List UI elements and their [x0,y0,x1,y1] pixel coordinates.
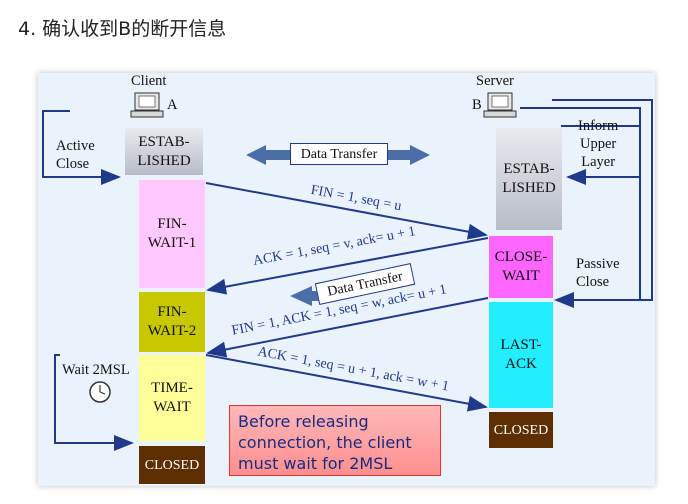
active-close-label: Active Close [56,138,95,172]
ack-arrow [206,237,489,295]
inform-upper-label: Inform Upper Layer [578,118,619,170]
server-closed: CLOSED [489,412,553,448]
wait-2msl-label: Wait 2MSL [62,362,130,378]
wait-2msl-loop [54,354,134,451]
clock-icon [89,381,111,403]
fin-ack-arrow [206,297,489,358]
passive-close-label: Passive Close [576,256,620,290]
client-computer-icon [130,92,164,118]
client-closed: CLOSED [139,446,205,484]
client-fin-wait-1: FIN- WAIT-1 [139,180,205,288]
client-tag: A [167,97,178,113]
client-fin-wait-2: FIN- WAIT-2 [139,292,205,352]
page-heading: 4. 确认收到B的断开信息 [18,18,227,40]
active-close-loop [42,110,121,185]
server-computer-icon [483,92,517,118]
server-established: ESTAB- LISHED [496,128,562,230]
fin-arrow [205,182,488,240]
client-time-wait: TIME- WAIT [139,355,205,441]
server-close-wait: CLOSE- WAIT [489,236,553,298]
note-box: Before releasing connection, the client … [229,405,441,476]
data-transfer-label-top: Data Transfer [290,143,388,165]
server-tag: B [472,97,482,113]
client-label: Client [131,73,167,89]
passive-close-loop [552,99,653,308]
server-label: Server [476,73,514,89]
client-established: ESTAB- LISHED [125,128,203,175]
final-ack-arrow [205,354,488,412]
server-last-ack: LAST- ACK [489,302,553,408]
